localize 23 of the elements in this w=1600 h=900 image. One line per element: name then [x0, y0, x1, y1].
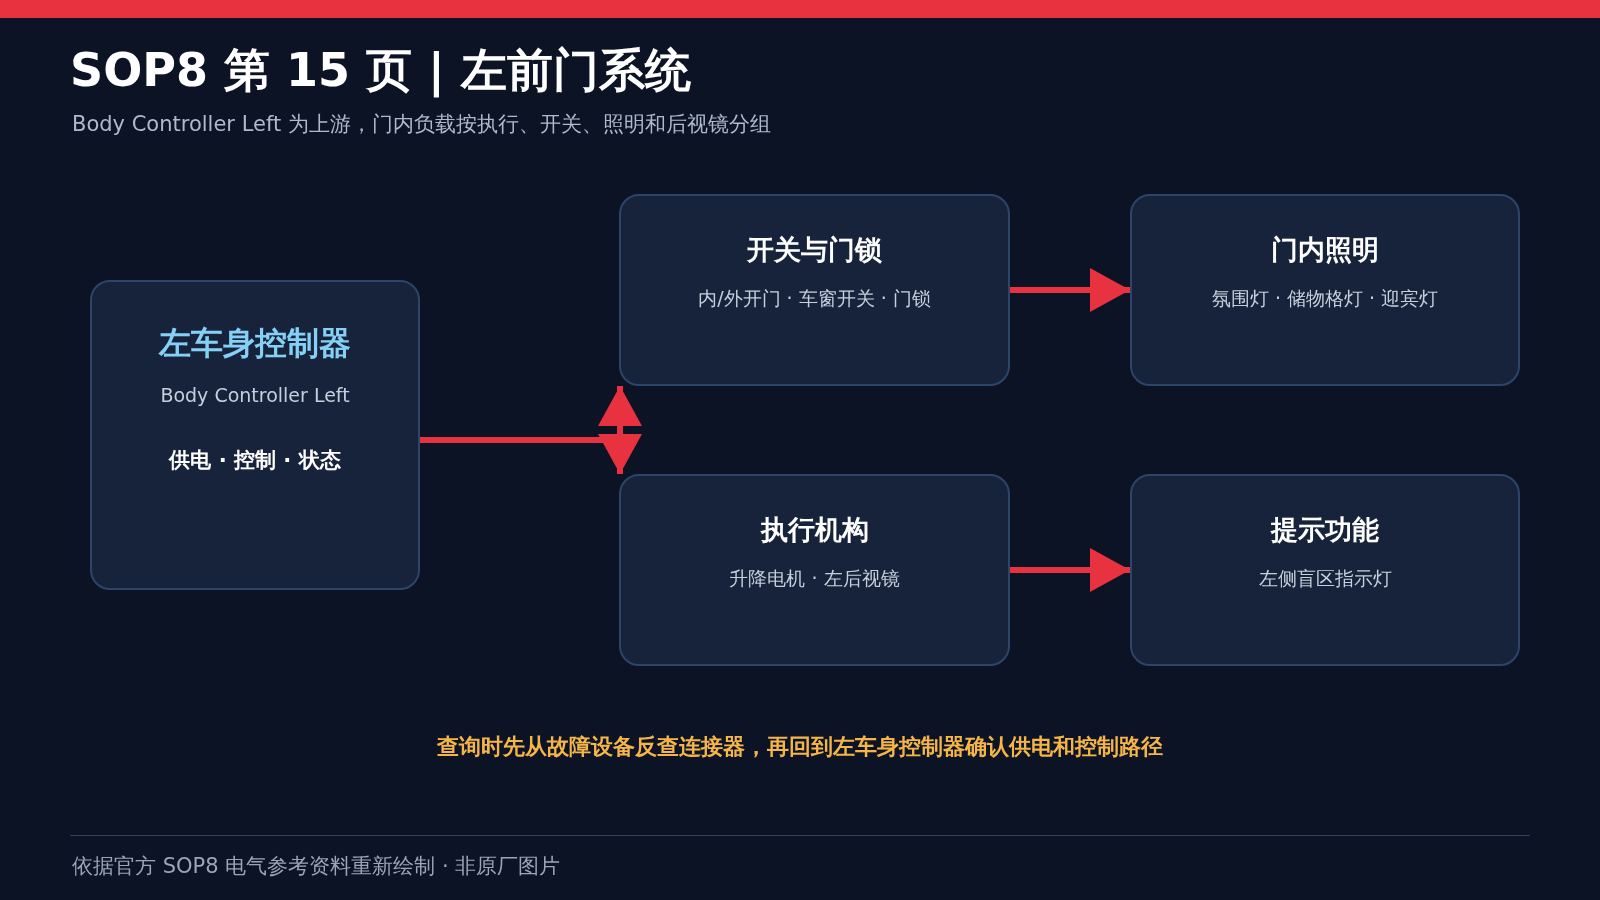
box-text: 供电 · 控制 · 状态: [169, 447, 341, 474]
process-box: [619, 474, 1010, 666]
box-text: 内/外开门 · 车窗开关 · 门锁: [698, 286, 931, 311]
process-box: [1130, 474, 1520, 666]
box-text: 左侧盲区指示灯: [1258, 566, 1392, 591]
note: 查询时先从故障设备反查连接器，再回到左车身控制器确认供电和控制路径: [436, 733, 1164, 761]
process-box: [90, 280, 420, 590]
box-heading: 开关与门锁: [747, 233, 882, 267]
subtitle: Body Controller Left 为上游，门内负载按执行、开关、照明和后视镜分组: [72, 111, 771, 138]
box-text: 氛围灯 · 储物格灯 · 迎宾灯: [1211, 286, 1439, 311]
title: SOP8 第 15 页 | 左前门系统: [70, 42, 691, 100]
arrow: [1010, 548, 1130, 592]
box-heading: 执行机构: [760, 513, 869, 547]
process-box: [619, 194, 1010, 386]
process-box: [1130, 194, 1520, 386]
box-text: 升降电机 · 左后视镜: [729, 566, 900, 591]
box-heading: 门内照明: [1271, 233, 1379, 267]
footer-note: 依据官方 SOP8 电气参考资料重新绘制 · 非原厂图片: [72, 853, 561, 880]
box-heading: 提示功能: [1271, 513, 1379, 547]
box-heading: 左车身控制器: [159, 323, 351, 364]
box-text: Body Controller Left: [160, 384, 350, 406]
arrow: [420, 434, 642, 474]
arrow: [1010, 268, 1130, 312]
